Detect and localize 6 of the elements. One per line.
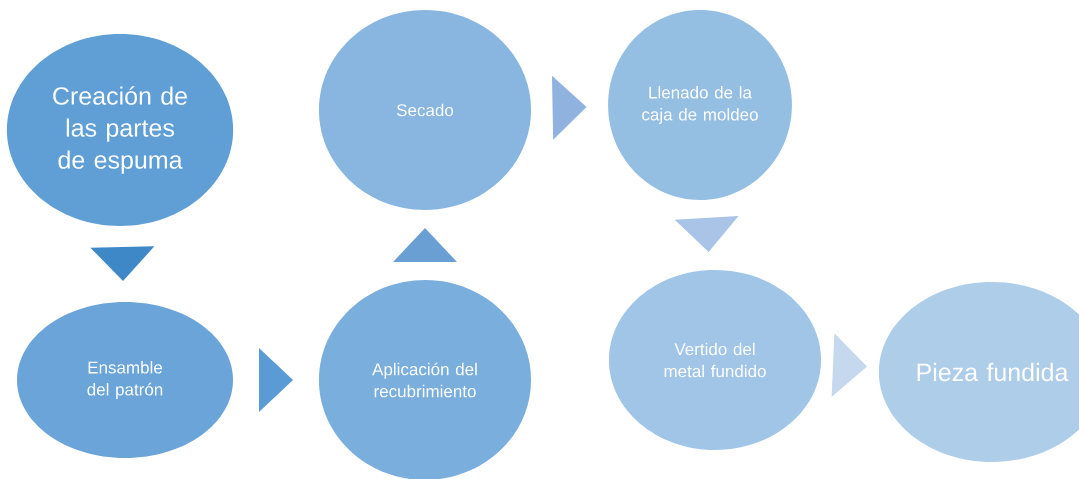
arrow (90, 246, 155, 281)
arrow (552, 75, 587, 140)
arrow (393, 228, 457, 262)
arrow (831, 333, 867, 398)
arrow (259, 348, 293, 412)
arrow (674, 216, 739, 252)
